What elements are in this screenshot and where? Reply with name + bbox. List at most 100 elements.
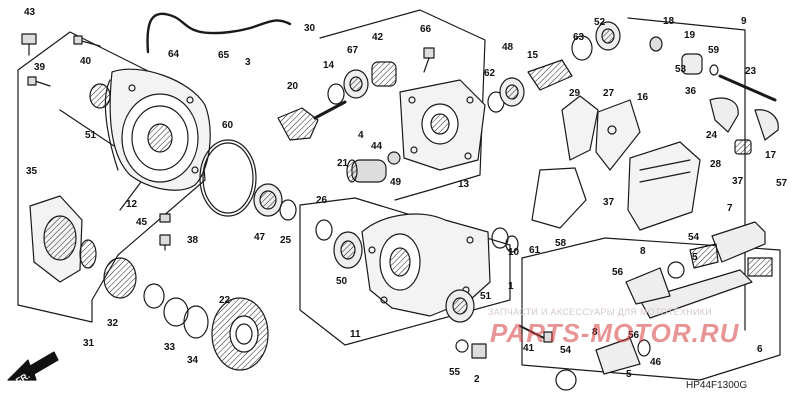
callout-31: 31 <box>83 338 95 349</box>
callout-51-lower: 51 <box>480 291 492 302</box>
pinion-gear-20 <box>277 100 347 141</box>
callout-41: 41 <box>523 343 535 354</box>
callout-43: 43 <box>24 7 36 18</box>
bearing-51 <box>445 227 519 323</box>
callout-18: 18 <box>663 16 675 27</box>
callout-19: 19 <box>684 30 696 41</box>
callout-63: 63 <box>573 32 585 43</box>
shift-fork-group <box>649 36 779 155</box>
callout-37-left: 37 <box>603 197 615 208</box>
callout-25: 25 <box>280 235 292 246</box>
boot-8 <box>595 261 685 375</box>
callout-14: 14 <box>323 60 335 71</box>
callout-29: 29 <box>569 88 581 99</box>
watermark-text: ЗАПЧАСТИ И АКСЕССУАРЫ ДЛЯ МОТОТЕХНИКИ <box>488 307 713 317</box>
callout-44: 44 <box>371 141 383 152</box>
callout-13: 13 <box>458 179 470 190</box>
callout-15: 15 <box>527 50 539 61</box>
callout-48: 48 <box>502 42 514 53</box>
callout-6: 6 <box>757 344 763 355</box>
bearings-top <box>327 61 397 105</box>
seal-52 <box>571 21 621 61</box>
bolt-41 <box>519 325 553 343</box>
callout-23: 23 <box>745 66 757 77</box>
callout-7: 7 <box>727 203 733 214</box>
callout-57: 57 <box>776 178 788 189</box>
callout-32: 32 <box>107 318 119 329</box>
watermark-logo: PARTS-MOTOR.RU <box>490 318 740 348</box>
drive-shaft-outline <box>521 17 781 381</box>
bearing-50 <box>315 219 363 269</box>
shaft-15 <box>487 59 573 113</box>
callout-50: 50 <box>336 276 348 287</box>
callout-33: 33 <box>164 342 176 353</box>
callout-45: 45 <box>136 217 148 228</box>
callout-55: 55 <box>449 367 461 378</box>
bolt-66 <box>423 47 435 73</box>
callout-65: 65 <box>218 50 230 61</box>
callout-10: 10 <box>508 247 520 258</box>
callout-62: 62 <box>484 68 496 79</box>
bracket-27 <box>561 95 641 171</box>
callout-54-lower: 54 <box>560 345 572 356</box>
bearing-47 <box>253 183 297 221</box>
gasket-58 <box>531 167 587 229</box>
seal-21 <box>346 151 401 183</box>
callout-61: 61 <box>529 245 541 256</box>
callout-30: 30 <box>304 23 316 34</box>
callout-47: 47 <box>254 232 266 243</box>
ring-gear-22 <box>211 297 269 371</box>
callout-26: 26 <box>316 195 328 206</box>
callout-9: 9 <box>741 16 747 27</box>
callout-37-right: 37 <box>732 176 744 187</box>
callout-8-upper: 8 <box>640 246 646 257</box>
callout-66: 66 <box>420 24 432 35</box>
callout-51-upper: 51 <box>85 130 97 141</box>
drain-bolt-2 <box>455 339 487 359</box>
callout-39: 39 <box>34 62 46 73</box>
callout-36: 36 <box>685 86 697 97</box>
callout-27: 27 <box>603 88 615 99</box>
callout-5-lower: 5 <box>626 369 632 380</box>
callout-4: 4 <box>358 130 364 141</box>
callout-5: 5 <box>692 252 698 263</box>
callout-42: 42 <box>372 32 384 43</box>
callout-34: 34 <box>187 355 199 366</box>
breather-hose-30 <box>146 12 292 54</box>
callout-17: 17 <box>765 150 777 161</box>
callout-67: 67 <box>347 45 359 56</box>
callout-28: 28 <box>710 159 722 170</box>
bolt-43 <box>21 33 37 56</box>
callout-24: 24 <box>706 130 718 141</box>
o-ring-60 <box>199 139 257 217</box>
callout-58: 58 <box>555 238 567 249</box>
callout-22: 22 <box>219 295 231 306</box>
callout-11: 11 <box>350 329 361 340</box>
callout-8-lower: 8 <box>592 327 598 338</box>
callout-46: 46 <box>650 357 662 368</box>
callout-60: 60 <box>222 120 234 131</box>
callout-52: 52 <box>594 17 606 28</box>
boot-7 <box>639 221 773 319</box>
callout-49: 49 <box>390 177 402 188</box>
callout-12: 12 <box>126 199 138 210</box>
callout-64: 64 <box>168 49 180 60</box>
bolt-group-40 <box>27 35 111 109</box>
front-direction-arrow <box>7 351 59 381</box>
differential-assembly <box>29 195 209 339</box>
callout-20: 20 <box>287 81 299 92</box>
callout-1: 1 <box>508 281 514 292</box>
callout-59: 59 <box>708 45 720 56</box>
gear-case-body <box>104 68 211 191</box>
callout-16: 16 <box>637 92 649 103</box>
bolt-38 <box>159 213 171 251</box>
callout-56-upper: 56 <box>612 267 624 278</box>
callout-21: 21 <box>337 158 349 169</box>
callout-38: 38 <box>187 235 199 246</box>
diagram-code: HP44F1300G <box>686 380 748 391</box>
callout-2: 2 <box>474 374 480 385</box>
callout-53: 53 <box>675 64 687 75</box>
callout-40: 40 <box>80 56 92 67</box>
